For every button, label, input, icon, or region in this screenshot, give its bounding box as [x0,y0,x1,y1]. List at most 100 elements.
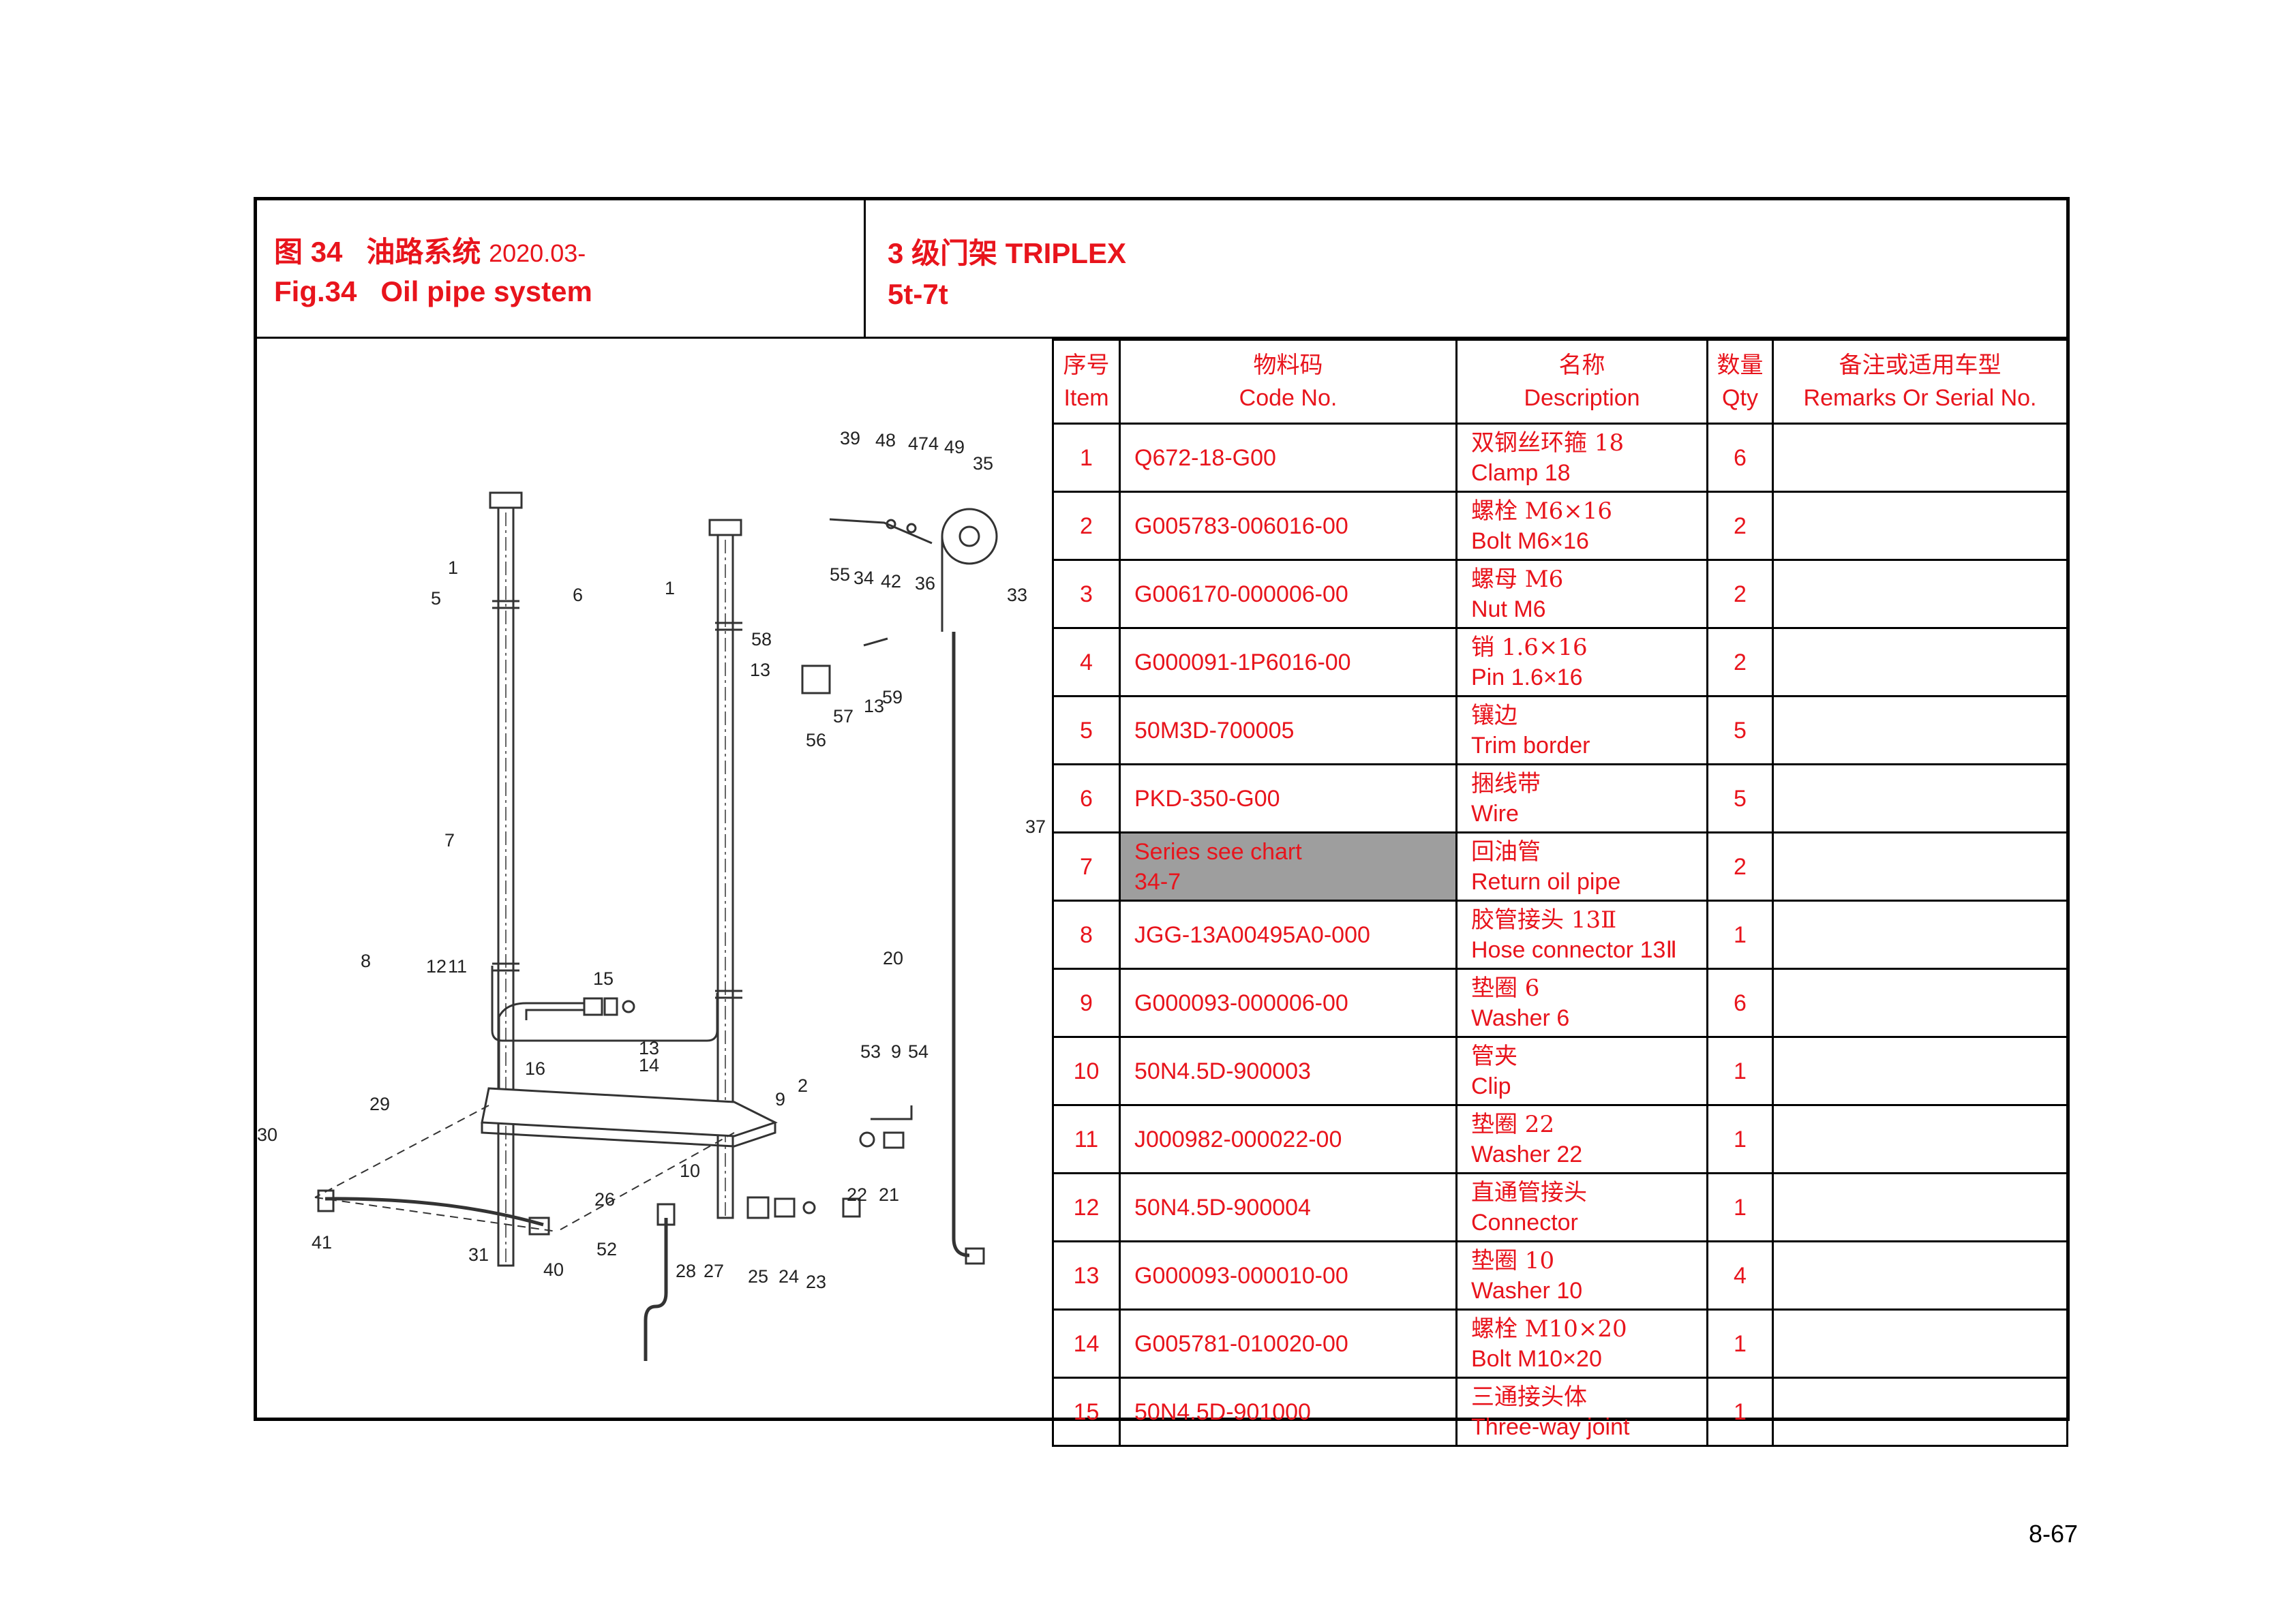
callout-label: 1 [448,557,458,578]
cell-remarks [1772,763,2068,833]
page-number: 8-67 [2029,1520,2079,1548]
cell-qty: 6 [1706,423,1774,493]
fig-date: 2020.03- [489,239,586,267]
callout-label: 34 [854,568,874,588]
callout-label: 12 [426,956,447,977]
cell-code: G005783-006016-00 [1119,491,1457,561]
cell-remarks [1772,423,2068,493]
cell-code: G005781-010020-00 [1119,1309,1457,1379]
callout-label: 1 [665,578,675,598]
cell-remarks [1772,695,2068,765]
cell-code: Q672-18-G00 [1119,423,1457,493]
cell-item: 11 [1052,1104,1121,1174]
cell-remarks [1772,559,2068,629]
callout-label: 5 [431,588,441,609]
header-divider [864,197,866,337]
cell-item: 1 [1052,423,1121,493]
cell-item: 5 [1052,695,1121,765]
fig-number: 34 [310,236,343,268]
figure-title: 图 34 油路系统 2020.03- Fig.34 Oil pipe syste… [274,233,592,311]
callout-label: 4 [928,433,939,454]
callout-label: 16 [525,1058,545,1079]
cell-remarks [1772,831,2068,902]
cell-qty: 2 [1706,559,1774,629]
cell-qty: 1 [1706,1309,1774,1379]
callout-label: 57 [833,706,854,726]
callout-label: 13 [864,696,884,716]
callout-label: 24 [779,1266,799,1287]
callout-label: 27 [704,1261,724,1281]
callout-label: 40 [543,1259,564,1280]
fig-en-title: Oil pipe system [380,275,592,307]
oil-pipe-diagram: 1 5 6 1 7 8 12 11 15 16 13 14 29 30 41 3… [257,428,1046,1361]
callout-label: 47 [908,433,928,454]
cell-item: 12 [1052,1172,1121,1242]
cell-remarks [1772,1309,2068,1379]
cell-code: 50N4.5D-900004 [1119,1172,1457,1242]
cell-item: 10 [1052,1036,1121,1106]
callout-label: 35 [973,453,993,474]
cell-item: 2 [1052,491,1121,561]
cell-remarks [1772,627,2068,697]
callout-label: 22 [847,1184,867,1205]
callout-label: 6 [573,585,583,605]
cell-qty: 5 [1706,763,1774,833]
cell-item: 13 [1052,1240,1121,1311]
callout-label: 9 [775,1089,785,1110]
callout-label: 58 [751,629,772,649]
cell-item: 6 [1052,763,1121,833]
cell-item: 14 [1052,1309,1121,1379]
cell-remarks [1772,491,2068,561]
cell-code: 50N4.5D-900003 [1119,1036,1457,1106]
callout-label: 7 [444,830,455,851]
cell-remarks [1772,1377,2068,1447]
callout-label: 55 [830,564,850,585]
callout-label: 59 [882,687,903,707]
mast-title: 3 级门架 TRIPLEX 5t-7t [888,233,1126,315]
cell-qty: 1 [1706,1104,1774,1174]
cell-item: 3 [1052,559,1121,629]
callout-label: 9 [891,1041,901,1062]
cell-item: 9 [1052,968,1121,1038]
callout-label: 56 [806,730,826,750]
cell-code: PKD-350-G00 [1119,763,1457,833]
callout-label: 30 [257,1124,277,1145]
fig-cn-title: 油路系统 [366,235,481,269]
mast-line2: 5t-7t [888,278,948,310]
mast-line1: 3 级门架 TRIPLEX [888,237,1127,269]
callout-label: 23 [806,1272,826,1292]
fig-en-prefix: Fig.34 [274,275,357,307]
callout-label: 31 [468,1244,489,1265]
cell-qty: 1 [1706,1036,1774,1106]
callout-label: 20 [883,948,903,968]
callout-label: 41 [312,1232,332,1253]
callout-label: 36 [915,573,935,594]
cell-remarks [1772,968,2068,1038]
callout-label: 33 [1007,585,1027,605]
cell-qty: 1 [1706,1172,1774,1242]
callout-label: 52 [596,1239,617,1259]
